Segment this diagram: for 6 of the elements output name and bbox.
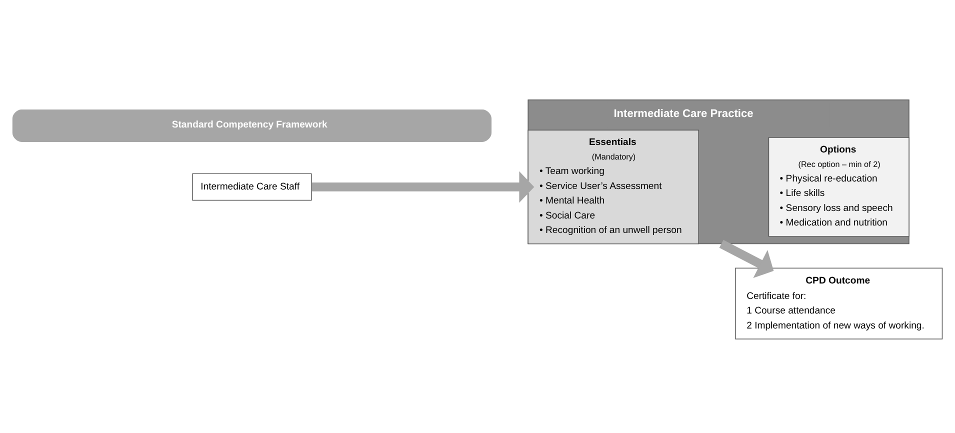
node-box: Intermediate Care Staff xyxy=(192,173,312,201)
node-box: Options (Rec option – min of 2) • Physical re-education • Life skills • Sensory loss and speech • Medication and nutrition xyxy=(768,137,910,237)
node-box: Essentials (Mandatory) • Team working • Service User’s Assessment • Mental Health • Social Care • Recognition of an unwell person xyxy=(528,130,699,244)
node-box: Standard Competency Framework xyxy=(12,109,492,142)
arrow xyxy=(312,171,534,203)
node-box: CPD Outcome Certificate for: 1 Course attendance 2 Implementation of new ways of working. xyxy=(735,268,943,340)
